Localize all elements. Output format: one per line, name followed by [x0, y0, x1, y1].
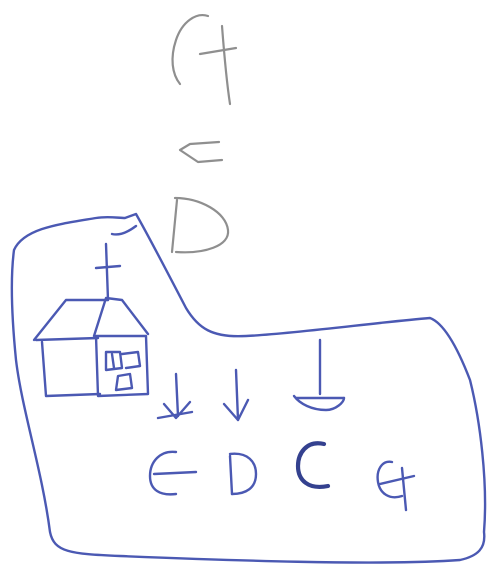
arrow-down-icon [156, 372, 194, 420]
pencil-letter-d [170, 196, 230, 254]
region-notch [110, 224, 138, 236]
pencil-letter-c [178, 140, 224, 164]
arrow-down-icon [222, 368, 250, 422]
ink-letter-g [148, 450, 198, 496]
region-outline [10, 212, 487, 564]
ink-letter-d [228, 452, 258, 496]
ink-letter-g [376, 460, 416, 512]
ink-letter-c [295, 441, 331, 489]
arrow-down-icon [292, 338, 346, 412]
pencil-letter-g [171, 14, 238, 106]
church-icon [32, 242, 150, 398]
